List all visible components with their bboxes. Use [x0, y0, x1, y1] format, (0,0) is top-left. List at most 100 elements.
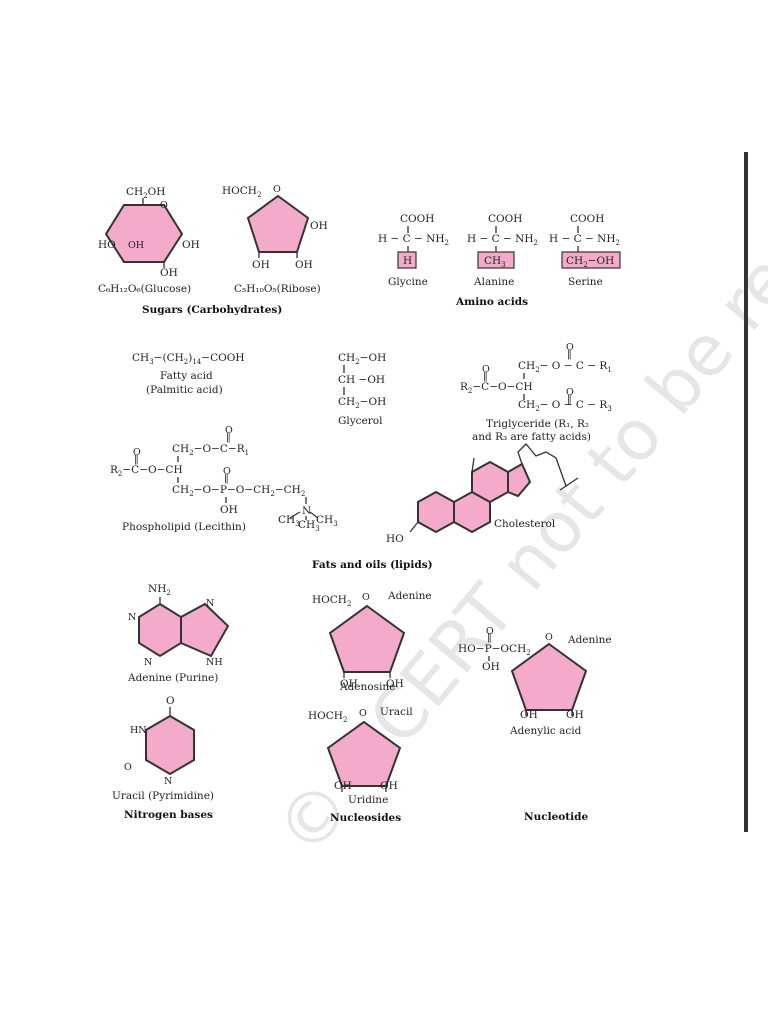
svg-text:OH: OH — [340, 678, 358, 690]
alanine-structure: COOH H − C − NH2 CH3 Alanine — [467, 213, 538, 288]
serine-structure: COOH H − C − NH2 CH2−OH Serine — [549, 213, 621, 288]
svg-text:O: O — [566, 387, 574, 398]
svg-text:CH2OH: CH2OH — [126, 186, 165, 200]
svg-text:HOCH2: HOCH2 — [222, 185, 261, 199]
svg-text:CH2−OH: CH2−OH — [566, 255, 614, 269]
svg-text:N: N — [302, 505, 311, 517]
svg-text:‖: ‖ — [567, 394, 572, 405]
adenine-structure: NH2 N N N NH Adenine (Purine) — [127, 583, 230, 684]
svg-text:OH: OH — [482, 661, 500, 673]
uridine-label: Uridine — [348, 794, 388, 806]
triglyceride-note: and R₃ are fatty acids) — [472, 431, 591, 443]
ribose-structure: HOCH2 O OH OH OH C₅H₁₀O₅(Ribose) — [222, 184, 328, 295]
svg-text:Adenine: Adenine — [387, 590, 432, 602]
svg-text:O: O — [486, 626, 494, 637]
phospholipid-label: Phospholipid (Lecithin) — [122, 521, 246, 533]
glycerol-structure: CH2−OH CH −OH CH2−OH Glycerol — [338, 352, 386, 427]
svg-text:O: O — [160, 200, 168, 211]
glucose-structure: CH2OH O HO OH OH OH C₆H₁₂O₆(Glucose) — [98, 186, 200, 295]
svg-text:OH: OH — [310, 220, 328, 232]
fatty-acid-structure: CH3−(CH2)14−COOH Fatty acid (Palmitic ac… — [132, 352, 244, 396]
glycerol-label: Glycerol — [338, 415, 383, 427]
svg-text:R2−C−O−CH: R2−C−O−CH — [110, 464, 183, 478]
svg-text:OH: OH — [295, 259, 313, 271]
alanine-label: Alanine — [473, 276, 514, 288]
svg-text:‖: ‖ — [226, 432, 231, 443]
svg-text:NH2: NH2 — [148, 583, 171, 597]
svg-text:O: O — [482, 364, 490, 375]
svg-text:H − C − NH2: H − C − NH2 — [467, 233, 538, 247]
svg-text:‖: ‖ — [487, 632, 492, 643]
svg-text:H − C − NH2: H − C − NH2 — [378, 233, 449, 247]
uracil-base-label: Uracil (Pyrimidine) — [112, 790, 214, 802]
svg-text:OH: OH — [182, 239, 200, 251]
uracil-structure: O HN O N Uracil (Pyrimidine) — [112, 695, 214, 802]
svg-text:CH3: CH3 — [484, 255, 506, 269]
triglyceride-structure: O ‖ CH2− O − C − R1 O ‖ R2−C−O−CH CH2− O… — [460, 342, 612, 443]
svg-text:COOH: COOH — [570, 213, 604, 225]
adenosine-label-text: Adenosine — [339, 681, 395, 693]
nucleotide-caption: Nucleotide — [524, 811, 588, 823]
svg-text:O: O — [273, 184, 281, 195]
svg-text:O: O — [133, 447, 141, 458]
adenylic-acid-structure: O ‖ HO−P−OCH2 OH O Adenine OH OH Adenyli… — [458, 626, 612, 737]
svg-text:CH2−O−C−R1: CH2−O−C−R1 — [172, 443, 249, 457]
svg-text:HO: HO — [98, 239, 116, 251]
svg-text:COOH: COOH — [400, 213, 434, 225]
triglyceride-label: Triglyceride (R₁, R₂ — [486, 418, 589, 430]
uridine-structure: HOCH2 O Uracil OH OH Uridine — [308, 706, 413, 806]
svg-text:HOCH2: HOCH2 — [308, 710, 347, 724]
glucose-label: C₆H₁₂O₆(Glucose) — [98, 283, 191, 295]
svg-text:Adenine: Adenine — [567, 634, 612, 646]
serine-label: Serine — [568, 276, 603, 288]
svg-text:CH2− O − C − R1: CH2− O − C − R1 — [518, 360, 612, 374]
amino-acids-caption: Amino acids — [455, 296, 528, 308]
svg-text:OH: OH — [128, 240, 144, 251]
svg-text:NH: NH — [206, 657, 223, 668]
svg-text:CH2− O − C − R3: CH2− O − C − R3 — [518, 399, 612, 413]
lipids-caption: Fats and oils (lipids) — [312, 559, 433, 571]
svg-text:O: O — [124, 762, 132, 773]
ribose-label: C₅H₁₀O₅(Ribose) — [234, 283, 321, 295]
svg-text:O: O — [225, 425, 233, 436]
phospholipid-structure: O ‖ CH2−O−C−R1 O ‖ R2−C−O−CH O ‖ CH2−O−P… — [110, 425, 338, 533]
svg-text:H − C − NH2: H − C − NH2 — [549, 233, 620, 247]
svg-text:CH2−OH: CH2−OH — [338, 396, 386, 410]
adenylic-acid-label: Adenylic acid — [509, 725, 582, 737]
svg-text:O: O — [362, 592, 370, 603]
svg-text:N: N — [144, 657, 152, 668]
svg-text:‖: ‖ — [224, 473, 229, 484]
cholesterol-structure: HO Cholesterol — [386, 443, 579, 545]
svg-text:OH: OH — [252, 259, 270, 271]
svg-text:O: O — [223, 466, 231, 477]
svg-text:Uracil: Uracil — [380, 706, 413, 718]
svg-text:HN: HN — [130, 725, 147, 736]
nucleosides-caption: Nucleosides — [330, 812, 401, 824]
svg-text:‖: ‖ — [134, 454, 139, 465]
svg-text:HO−P−OCH2: HO−P−OCH2 — [458, 643, 531, 657]
svg-text:O: O — [545, 632, 553, 643]
nitrogen-bases-caption: Nitrogen bases — [124, 809, 213, 821]
svg-text:HO: HO — [386, 533, 404, 545]
svg-text:O: O — [566, 342, 574, 353]
svg-text:OH: OH — [520, 709, 538, 721]
palmitic-acid-label: (Palmitic acid) — [146, 384, 223, 396]
svg-text:H: H — [403, 255, 412, 267]
glycine-label: Glycine — [388, 276, 428, 288]
svg-text:OH: OH — [566, 709, 584, 721]
svg-text:OH: OH — [380, 780, 398, 792]
svg-text:OH: OH — [334, 780, 352, 792]
svg-text:OH: OH — [160, 267, 178, 279]
svg-text:CH3−(CH2)14−COOH: CH3−(CH2)14−COOH — [132, 352, 244, 366]
svg-text:HOCH2: HOCH2 — [312, 594, 351, 608]
adenosine-structure: HOCH2 O Adenine OH OH Adenosine Adenosin… — [312, 590, 432, 690]
svg-text:CH3: CH3 — [316, 514, 338, 528]
svg-text:CH2−O−P−O−CH2−CH2: CH2−O−P−O−CH2−CH2 — [172, 484, 305, 498]
svg-text:COOH: COOH — [488, 213, 522, 225]
svg-text:N: N — [164, 776, 172, 787]
svg-text:OH: OH — [386, 678, 404, 690]
svg-text:CH3: CH3 — [298, 519, 320, 533]
svg-text:CH2−OH: CH2−OH — [338, 352, 386, 366]
svg-text:R2−C−O−CH: R2−C−O−CH — [460, 381, 533, 395]
